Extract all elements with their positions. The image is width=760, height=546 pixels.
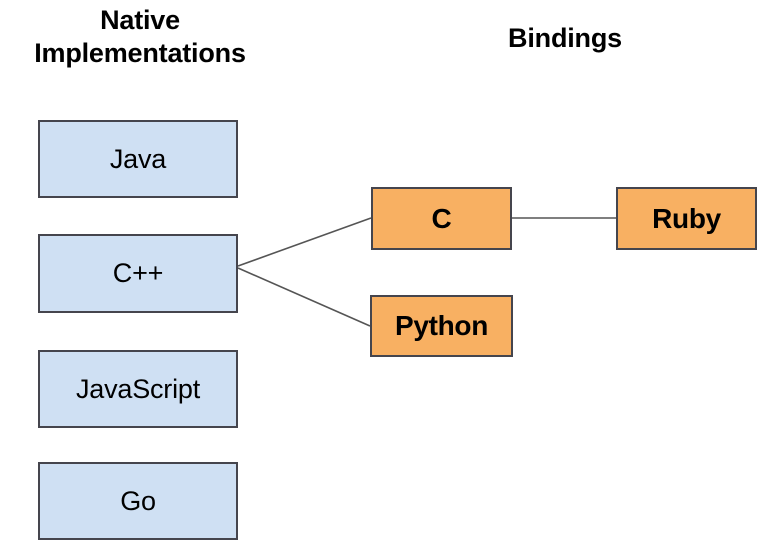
node-go[interactable]: Go bbox=[38, 462, 238, 540]
node-ruby-label: Ruby bbox=[652, 202, 721, 234]
node-javascript-label: JavaScript bbox=[75, 373, 201, 404]
node-c-label: C bbox=[431, 202, 452, 234]
connector-cpp-to-python bbox=[237, 267, 371, 327]
node-cpp-label: C++ bbox=[112, 258, 164, 288]
node-ruby[interactable]: Ruby bbox=[616, 187, 757, 250]
node-python[interactable]: Python bbox=[370, 295, 513, 357]
node-java-label: Java bbox=[109, 143, 167, 174]
connector-cpp-to-c bbox=[237, 217, 372, 267]
column-header-bindings: Bindings bbox=[508, 23, 622, 53]
node-c[interactable]: C bbox=[371, 187, 512, 250]
node-python-label: Python bbox=[394, 310, 489, 341]
node-cpp[interactable]: C++ bbox=[38, 234, 238, 313]
node-javascript[interactable]: JavaScript bbox=[38, 350, 238, 428]
node-go-label: Go bbox=[120, 485, 156, 516]
column-header-native-implementations: Native Implementations bbox=[34, 5, 246, 68]
node-java[interactable]: Java bbox=[38, 120, 238, 198]
